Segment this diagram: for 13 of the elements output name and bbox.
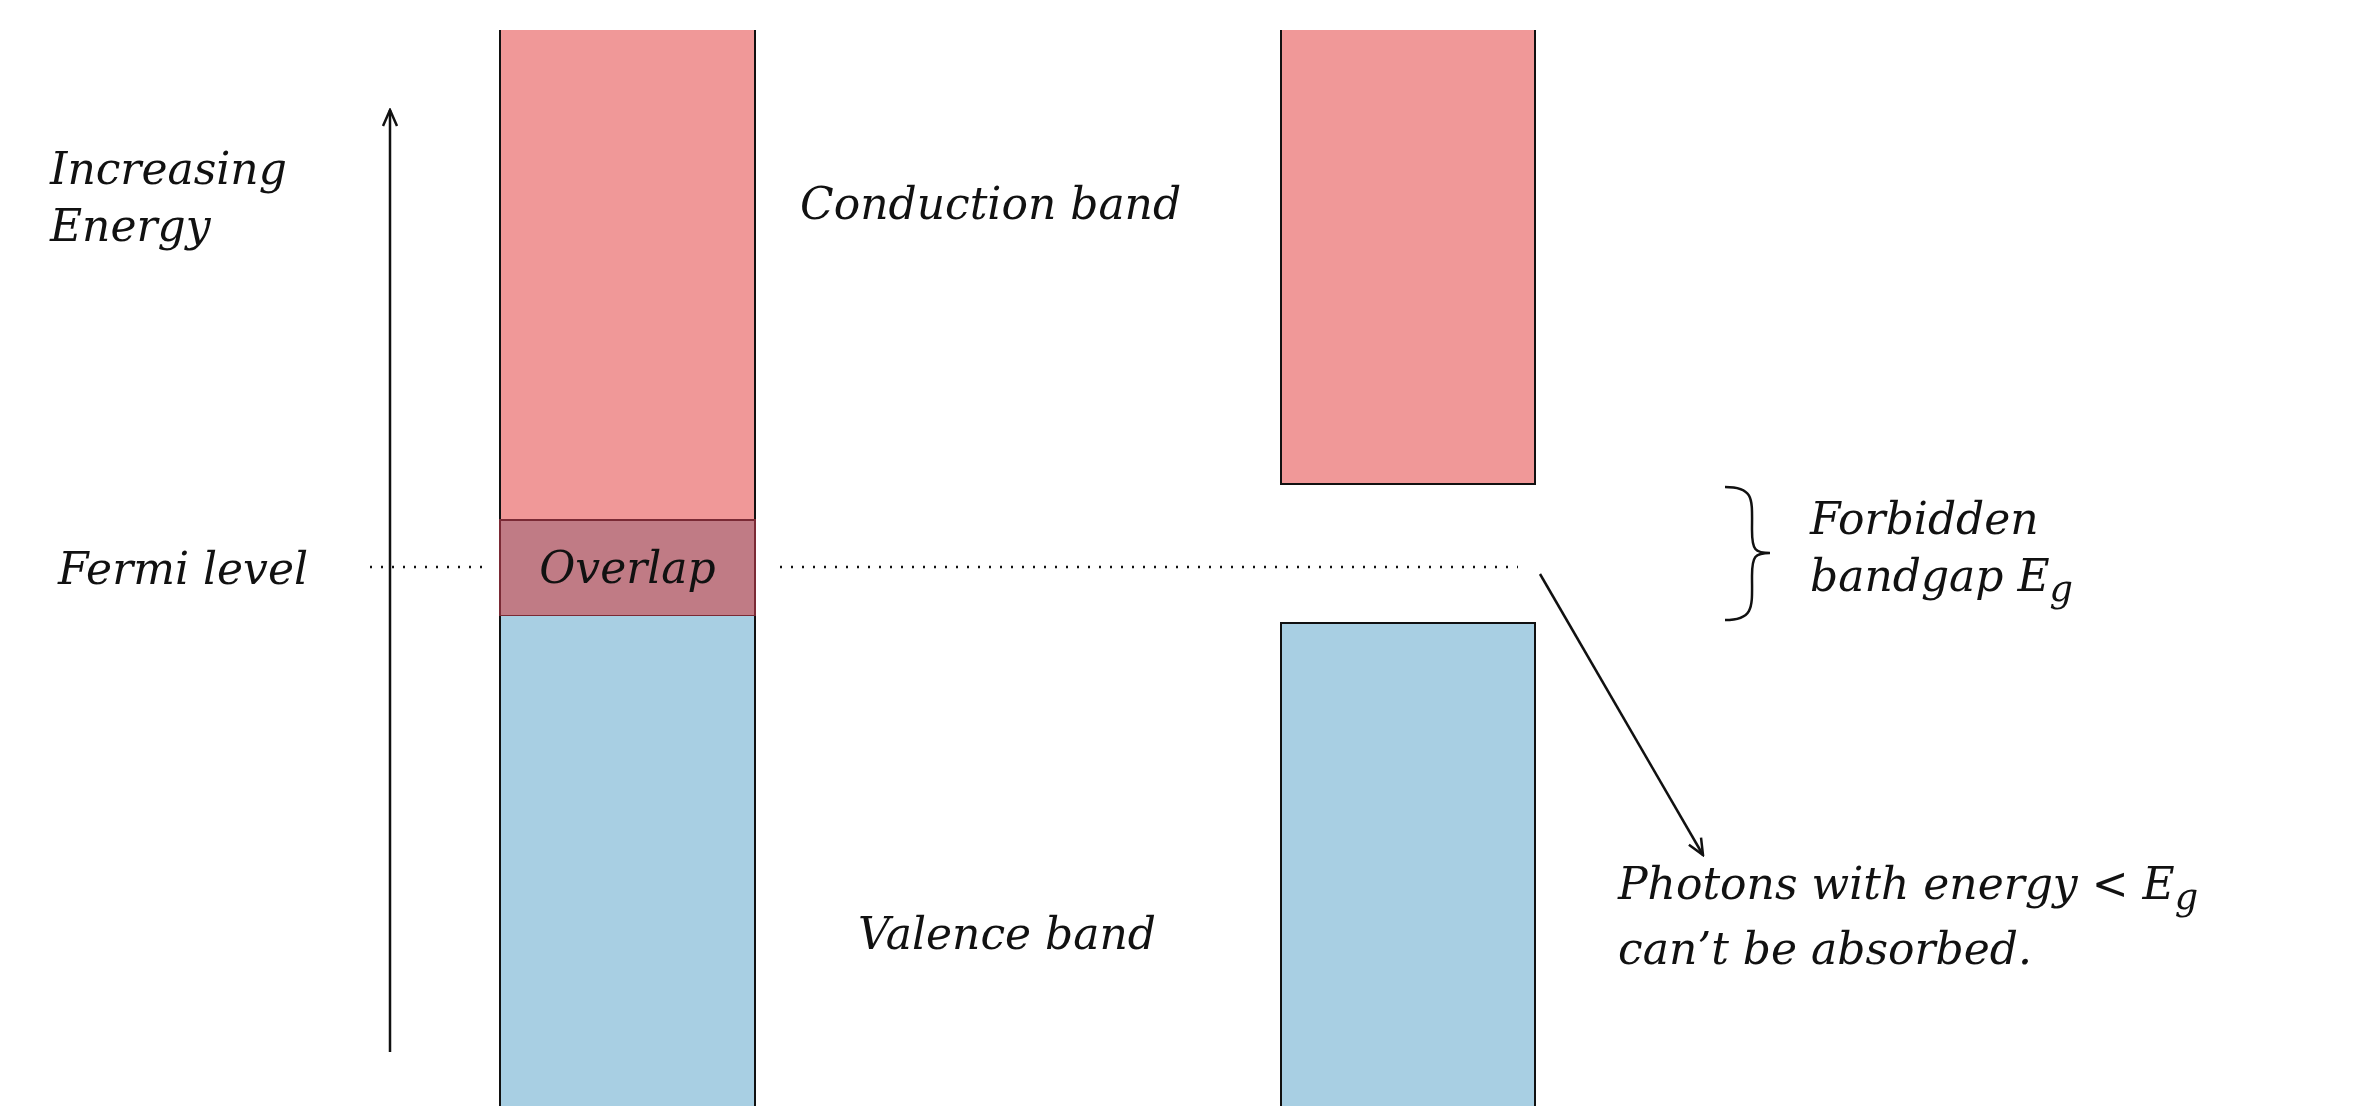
energy-band-bar xyxy=(1280,622,1536,1106)
energy-band-bar xyxy=(499,30,756,519)
energy-band-bar xyxy=(499,616,756,1106)
arrow xyxy=(1538,573,1705,857)
energy-band-bar xyxy=(1280,30,1536,485)
overlap-region xyxy=(499,519,756,617)
region-label: Overlap xyxy=(539,541,716,596)
level-label: Fermi level xyxy=(58,542,310,596)
band-label: Conduction band xyxy=(800,177,1183,231)
photon-note: Photons with energy < E$_{g}$ can’t be absorbed. xyxy=(1618,855,2258,978)
band-label: Valence band xyxy=(858,907,1157,961)
axis-label: Increasing Energy xyxy=(50,142,288,254)
gap-label: Forbidden bandgap E$_{g}$ xyxy=(1810,492,2075,612)
